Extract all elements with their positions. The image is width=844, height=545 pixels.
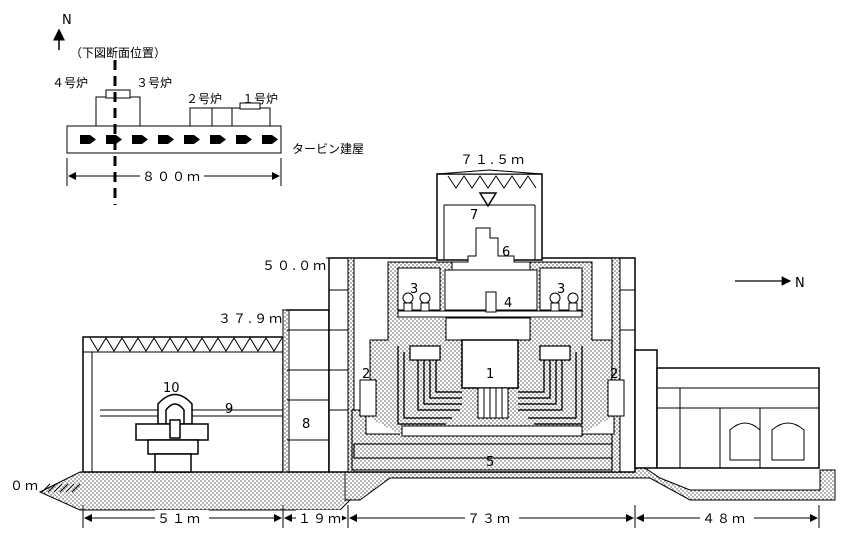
site-plan-inset: N （下図断面位置） ４号炉 ３号炉 ２号炉 １号炉 タービン建屋	[52, 13, 364, 205]
reactor-basemat	[344, 467, 836, 501]
component-3-right-label: 3	[557, 282, 565, 297]
inset-north-label: N	[62, 13, 72, 28]
dimension-48m: ４８ｍ	[702, 512, 747, 527]
reactor-building-floors	[329, 289, 635, 411]
aux-floor-lines	[287, 329, 329, 441]
crane-hook	[478, 192, 498, 208]
dimension-ticks	[82, 505, 820, 528]
reactor-buildings-plan	[95, 89, 271, 127]
unit3-label: ３号炉	[136, 76, 172, 90]
roof-truss	[447, 175, 537, 189]
section-north-label: N	[795, 276, 805, 291]
drywell-head	[445, 317, 531, 341]
suppression-chamber-right	[582, 379, 625, 435]
component-6-label: 6	[502, 245, 510, 260]
right-building-arches	[729, 422, 805, 461]
turbine-arrows	[80, 135, 278, 144]
cross-section: 10 9 8 7	[10, 153, 836, 528]
component-5-label: 5	[486, 455, 494, 470]
turbine-generator	[135, 393, 209, 473]
unit2-label: ２号炉	[186, 92, 222, 106]
dimension-19m: １９ｍ	[298, 512, 343, 527]
suppression-chamber-left	[359, 379, 400, 435]
unit4-label: ４号炉	[52, 76, 88, 90]
component-3-left-label: 3	[410, 282, 418, 297]
section-position-label: （下図断面位置）	[70, 45, 166, 60]
component-8-label: 8	[302, 417, 310, 432]
auxiliary-building	[286, 309, 330, 473]
pedestal-lines	[483, 388, 503, 418]
component-1-label: 1	[486, 367, 494, 382]
crane-block	[451, 227, 531, 271]
component-10-label: 10	[163, 381, 180, 396]
component-9-label: 9	[225, 402, 233, 417]
reactor-pressure-vessel	[461, 339, 519, 389]
elevation-37-label: ３７.９ｍ	[218, 312, 284, 327]
component-2-right-label: 2	[610, 367, 618, 382]
recirculation-piping-right	[518, 345, 583, 425]
turbine-roof-truss	[83, 337, 283, 353]
dimension-73m: ７３ｍ	[467, 512, 512, 527]
turbine-building-label: タービン建屋	[292, 142, 364, 156]
elevation-0-label: ０ｍ	[10, 479, 40, 494]
elevation-top-label: ７１.５ｍ	[460, 153, 526, 168]
component-2-left-label: 2	[362, 367, 370, 382]
dimension-51m: ５１ｍ	[157, 512, 202, 527]
elevation-50-label: ５０.０ｍ	[262, 259, 328, 274]
inset-length-label: ８００ｍ	[142, 170, 202, 185]
recirculation-piping-left	[397, 345, 462, 425]
component-4-label: 4	[504, 296, 512, 311]
ground-hatch	[41, 483, 81, 493]
left-foundation	[38, 471, 361, 511]
component-7-label: 7	[470, 208, 478, 223]
